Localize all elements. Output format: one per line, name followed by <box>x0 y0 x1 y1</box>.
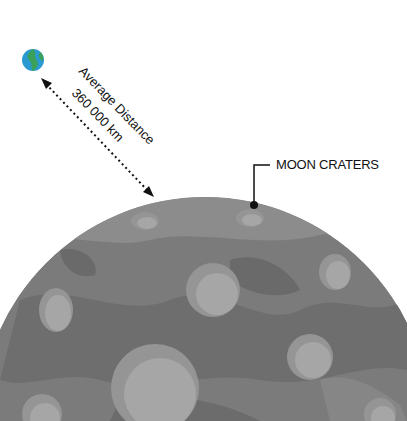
moon-body <box>0 190 407 421</box>
crater <box>22 209 396 421</box>
callout-label: MOON CRATERS <box>276 158 379 171</box>
callout-leader <box>250 165 270 209</box>
earth-icon <box>22 49 44 71</box>
distance-arrow <box>41 78 154 197</box>
